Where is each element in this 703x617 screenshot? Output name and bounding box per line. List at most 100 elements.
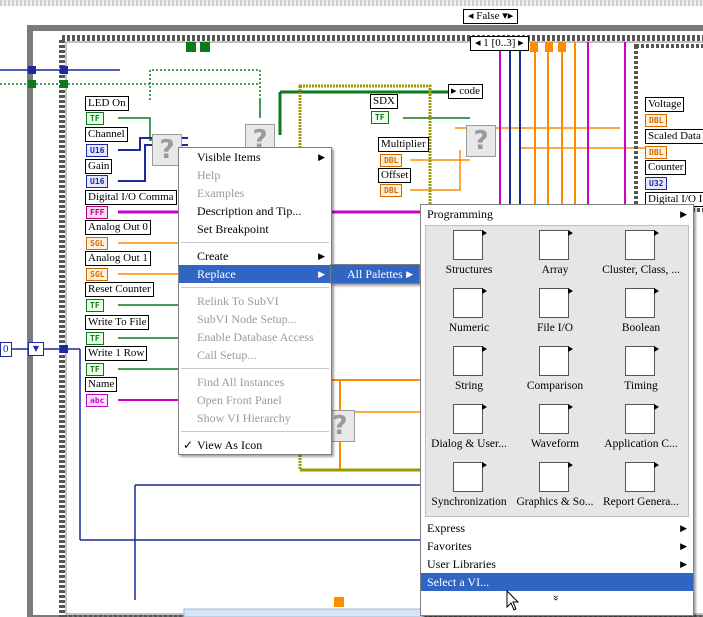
menu-separator [181, 431, 329, 432]
palette-item[interactable]: Cluster, Class, ... [598, 226, 684, 284]
menu-item-label: Find All Instances [197, 375, 285, 389]
palette-footer-item[interactable]: Express▶ [421, 519, 693, 537]
subvi-placeholder-icon[interactable]: ? [466, 125, 496, 157]
palette-item-label: Waveform [530, 438, 580, 450]
menu-item-label: Create [197, 249, 229, 263]
outer-case-structure [27, 25, 703, 617]
menu-item-label: View As Icon [197, 438, 263, 452]
palette-category-programming[interactable]: Programming▶ [427, 207, 687, 221]
terminal-offset[interactable]: DBL [380, 184, 403, 197]
window-top-border [0, 0, 703, 6]
terminal-reset-counter[interactable]: TF [86, 299, 104, 312]
palette-item-label: Boolean [621, 322, 661, 334]
palette-footer-item[interactable]: Favorites▶ [421, 537, 693, 555]
terminal-name[interactable]: abc [86, 394, 109, 407]
terminal-analog-out-0[interactable]: SGL [86, 237, 109, 250]
palette-item-label: File I/O [536, 322, 574, 334]
palette-item-label: Synchronization [431, 496, 507, 508]
context-menu-item[interactable]: Replace▶ [179, 265, 331, 283]
label-digital-io-right: Digital I/O I [645, 192, 703, 207]
terminal-multiplier[interactable]: DBL [380, 154, 403, 167]
more-chevron-icon[interactable]: » [421, 591, 693, 605]
submenu-arrow-icon: ▶ [680, 523, 687, 533]
palette-item-label: Timing [624, 380, 658, 392]
context-menu-item: Help [179, 166, 331, 184]
dropdown-arrow-icon[interactable]: ▼ [28, 342, 44, 356]
array-icon [539, 230, 573, 260]
terminal-write-1-row[interactable]: TF [86, 363, 104, 376]
palette-item[interactable]: Array [512, 226, 598, 284]
left-numeric-constant[interactable]: 0 [0, 342, 12, 357]
outer-case-selector[interactable]: ◂ False ▾▸ [463, 9, 519, 24]
palette-footer-item[interactable]: Select a VI... [421, 573, 693, 591]
palette-item[interactable]: Timing [598, 342, 684, 400]
code-indicator[interactable]: ▸ code [448, 84, 484, 99]
label-voltage: Voltage [645, 97, 685, 112]
palette-item-label: Comparison [526, 380, 584, 392]
terminal-voltage[interactable]: DBL [645, 114, 668, 127]
terminal-analog-out-1[interactable]: SGL [86, 268, 109, 281]
sequence-selector[interactable]: ◂ 1 [0..3] ▸ [470, 36, 529, 51]
label-gain: Gain [85, 159, 113, 174]
context-menu-item[interactable]: ✓View As Icon [179, 436, 331, 454]
menu-item-label: Enable Database Access [197, 330, 314, 344]
label-counter: Counter [645, 160, 687, 175]
label-led-on: LED On [85, 96, 129, 111]
menu-separator [181, 242, 329, 243]
terminal-gain[interactable]: U16 [86, 175, 109, 188]
palette-item[interactable]: Application C... [598, 400, 684, 458]
submenu-arrow-icon: ▶ [318, 251, 325, 261]
terminal-led-on[interactable]: TF [86, 112, 104, 125]
palette-item[interactable]: Numeric [426, 284, 512, 342]
terminal-write-to-file[interactable]: TF [86, 332, 104, 345]
terminal-sdx[interactable]: TF [371, 111, 389, 124]
menu-separator [181, 287, 329, 288]
string-icon [453, 346, 487, 376]
context-menu-item: Show VI Hierarchy [179, 409, 331, 427]
sequence-value: 1 [0..3] [483, 37, 516, 49]
submenu-arrow-icon: ▶ [318, 269, 325, 279]
label-name: Name [85, 377, 118, 392]
menu-item-label: SubVI Node Setup... [197, 312, 297, 326]
context-menu-item[interactable]: Set Breakpoint [179, 220, 331, 238]
subvi-placeholder-icon[interactable]: ? [152, 134, 182, 166]
cluster-icon [625, 230, 659, 260]
submenu-arrow-icon: ▶ [680, 559, 687, 569]
palette-item[interactable]: Waveform [512, 400, 598, 458]
label-digital-io-command: Digital I/O Comma [85, 190, 177, 205]
context-menu-item[interactable]: Description and Tip... [179, 202, 331, 220]
mouse-cursor-icon [506, 590, 520, 611]
palette-item-label: Report Genera... [603, 496, 679, 508]
more-glyph: » [550, 595, 564, 601]
palette-item[interactable]: File I/O [512, 284, 598, 342]
label-write-1-row: Write 1 Row [85, 346, 148, 361]
replace-submenu[interactable]: All Palettes▶ [330, 264, 420, 284]
palette-item[interactable]: Boolean [598, 284, 684, 342]
palette-item[interactable]: Comparison [512, 342, 598, 400]
context-menu-item: Enable Database Access [179, 328, 331, 346]
palette-item[interactable]: String [426, 342, 512, 400]
menu-separator [181, 368, 329, 369]
terminal-counter[interactable]: U32 [645, 177, 668, 190]
menu-item-label: Help [197, 168, 221, 182]
palette-item[interactable]: Synchronization [426, 458, 512, 516]
numeric-icon [453, 288, 487, 318]
palette-item[interactable]: Graphics & So... [512, 458, 598, 516]
terminal-scaled-data[interactable]: DBL [645, 146, 668, 159]
palette-item[interactable]: Dialog & User... [426, 400, 512, 458]
terminal-digital-io[interactable]: FFF [86, 206, 109, 219]
menu-item-all-palettes[interactable]: All Palettes▶ [331, 265, 419, 283]
palette-item[interactable]: Report Genera... [598, 458, 684, 516]
menu-item-label: Visible Items [197, 150, 261, 164]
context-menu-item[interactable]: Visible Items▶ [179, 148, 331, 166]
terminal-channel[interactable]: U16 [86, 144, 109, 157]
palette-footer-item[interactable]: User Libraries▶ [421, 555, 693, 573]
palette-item-label: Cluster, Class, ... [602, 264, 680, 276]
label-channel: Channel [85, 127, 128, 142]
palette-item[interactable]: Structures [426, 226, 512, 284]
structures-icon [453, 230, 487, 260]
context-menu-item[interactable]: Create ▶ [179, 247, 331, 265]
